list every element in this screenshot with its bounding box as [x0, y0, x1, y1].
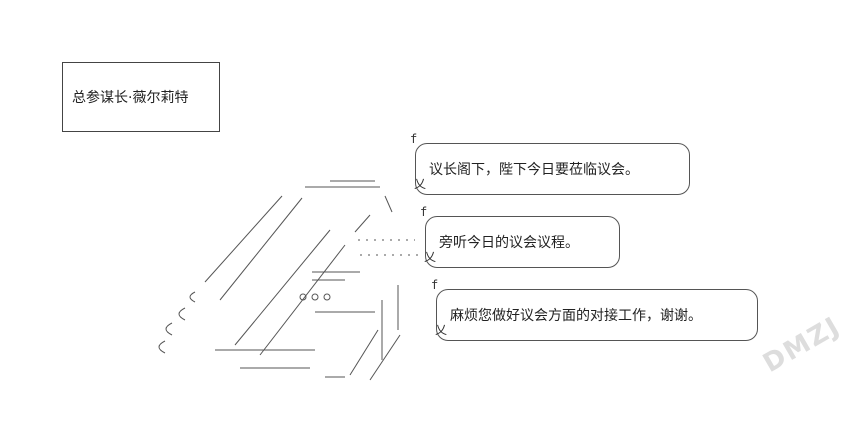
bubble-corner-mark: f [420, 205, 428, 219]
speech-text-1: 议长阁下，陛下今日要莅临议会。 [429, 162, 639, 178]
bubble-tail: 乂 [435, 323, 448, 337]
bubble-corner-mark: f [431, 278, 439, 292]
bubble-tail: 乂 [424, 250, 437, 264]
speech-bubble-1: f 议长阁下，陛下今日要莅临议会。 乂 [410, 132, 690, 195]
speaker-name: 总参谋长·薇尔莉特 [72, 90, 189, 106]
speech-text-2: 旁听今日的议会议程。 [439, 235, 579, 251]
speech-bubble-3: f 麻烦您做好议会方面的对接工作，谢谢。 乂 [431, 278, 758, 341]
speaker-name-box: 总参谋长·薇尔莉特 [62, 62, 220, 132]
bubble-corner-mark: f [410, 132, 418, 146]
speech-text-3: 麻烦您做好议会方面的对接工作，谢谢。 [450, 308, 702, 324]
bubble-tail: 乂 [414, 177, 427, 191]
speech-bubble-2: f 旁听今日的议会议程。 乂 [420, 205, 620, 268]
